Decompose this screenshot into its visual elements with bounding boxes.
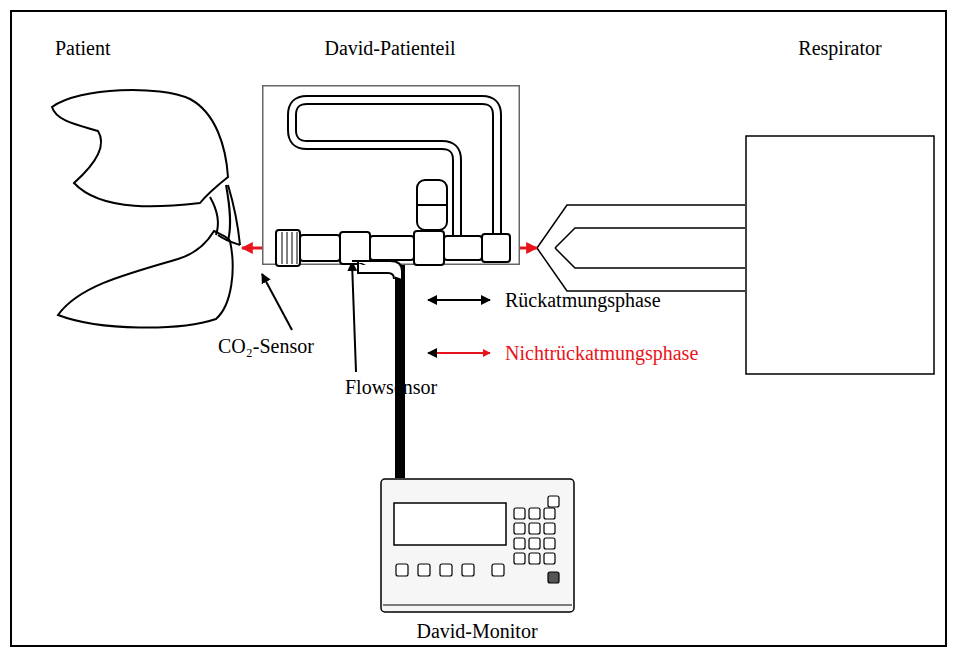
keypad-key xyxy=(514,508,525,519)
keypad-key xyxy=(514,523,525,534)
node-heading-wrap: David-Monitor xyxy=(416,619,537,643)
keypad-key xyxy=(529,538,540,549)
flow-sensor-cable xyxy=(352,261,402,279)
leader-line xyxy=(352,262,356,372)
keypad-key xyxy=(529,553,540,564)
monitor-button xyxy=(462,564,474,576)
part-label: CO₂-Sensor xyxy=(218,334,314,358)
keypad-key xyxy=(514,553,525,564)
adapter-piece xyxy=(414,231,444,265)
monitor-button xyxy=(396,564,408,576)
part-label-wrap: Flowsensor xyxy=(345,375,437,399)
legend-sample-black xyxy=(428,299,490,301)
legend-text-wrap: Nichtrückatmungsphase xyxy=(505,341,698,365)
valve xyxy=(417,180,447,230)
bronchi xyxy=(210,185,240,245)
sample-tube xyxy=(292,100,497,235)
part-label-wrap: CO₂-Sensor xyxy=(218,334,314,358)
ridge xyxy=(282,232,283,264)
patient-lungs-outline xyxy=(40,85,245,330)
node-heading: Patient xyxy=(55,36,111,60)
respirator-box: Respirator xyxy=(745,135,935,375)
ridge xyxy=(297,232,298,264)
respirator-box-outline xyxy=(745,135,935,375)
legend-text-wrap: Rückatmungsphase xyxy=(505,288,661,312)
keypad-key xyxy=(529,523,540,534)
ridge xyxy=(287,232,288,264)
legend-text: Nichtrückatmungsphase xyxy=(505,341,698,365)
monitor-device-outline xyxy=(380,478,575,613)
part-label: Flowsensor xyxy=(345,375,437,399)
monitor-button xyxy=(492,564,504,576)
node-heading-wrap: David-Patienteil xyxy=(324,36,455,60)
keypad-key xyxy=(544,538,555,549)
legend-sample-red xyxy=(428,352,490,354)
respirator-frame xyxy=(746,136,934,374)
monitor-cable xyxy=(395,265,405,478)
part-frame xyxy=(263,86,520,265)
upper-lung-lobe xyxy=(52,90,228,206)
housing-edge xyxy=(383,605,572,606)
leader-line xyxy=(262,274,292,330)
keypad-key xyxy=(529,508,540,519)
valve-line xyxy=(417,204,447,206)
monitor-button xyxy=(418,564,430,576)
breathing-tubes xyxy=(520,205,745,291)
keypad-key xyxy=(544,508,555,519)
node-heading-wrap: Respirator xyxy=(798,36,881,60)
power-button xyxy=(548,572,559,583)
node-heading: Respirator xyxy=(798,36,881,60)
node-heading: David-Monitor xyxy=(416,619,537,643)
keypad-key xyxy=(544,553,555,564)
monitor-device: David-Monitor xyxy=(380,478,575,613)
monitor-screen xyxy=(394,503,506,545)
patient-part-box-outline xyxy=(262,85,520,265)
patient-part-box: David-Patienteil xyxy=(262,85,520,265)
node-heading-wrap: Patient xyxy=(55,36,111,60)
adapter-piece xyxy=(300,235,340,261)
adapter-piece xyxy=(276,230,300,266)
adapter-piece xyxy=(340,232,370,264)
adapter-piece xyxy=(482,234,510,262)
ridge xyxy=(292,232,293,264)
patient-lungs: Patient xyxy=(40,85,245,330)
monitor-housing xyxy=(381,479,574,612)
lower-lung-lobe xyxy=(58,231,233,328)
keypad-key xyxy=(514,538,525,549)
monitor-button xyxy=(440,564,452,576)
adapter-piece xyxy=(370,236,414,260)
sample-tube-inner xyxy=(292,100,497,235)
keypad-key xyxy=(544,523,555,534)
adapter-piece xyxy=(444,236,482,260)
node-heading: David-Patienteil xyxy=(324,36,455,60)
monitor-button xyxy=(548,496,559,507)
legend-text: Rückatmungsphase xyxy=(505,288,661,312)
